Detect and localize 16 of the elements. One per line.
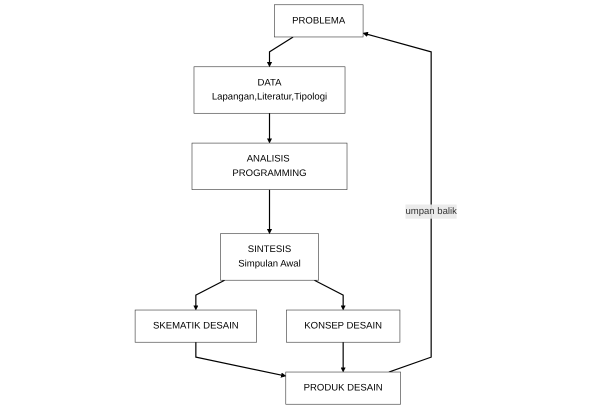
node-box: PROBLEMA: [274, 4, 364, 38]
edge-label: umpan balik: [405, 206, 457, 216]
arrow: [195, 342, 286, 378]
arrow: [314, 280, 346, 310]
node-box: SINTESIS Simpulan Awal: [220, 233, 319, 281]
arrow: [193, 280, 225, 310]
node-box: KONSEP DESAIN: [286, 310, 400, 343]
node-box: PRODUK DESAIN: [285, 372, 401, 405]
arrow: [266, 190, 272, 234]
arrow: [362, 32, 432, 373]
arrow: [266, 113, 272, 144]
node-box: DATA Lapangan,Literatur,Tipologi: [194, 66, 346, 114]
node-box: ANALISIS PROGRAMMING: [192, 142, 348, 190]
arrow: [340, 342, 346, 372]
arrow: [266, 36, 294, 68]
node-box: SKEMATIK DESAIN: [134, 310, 257, 343]
